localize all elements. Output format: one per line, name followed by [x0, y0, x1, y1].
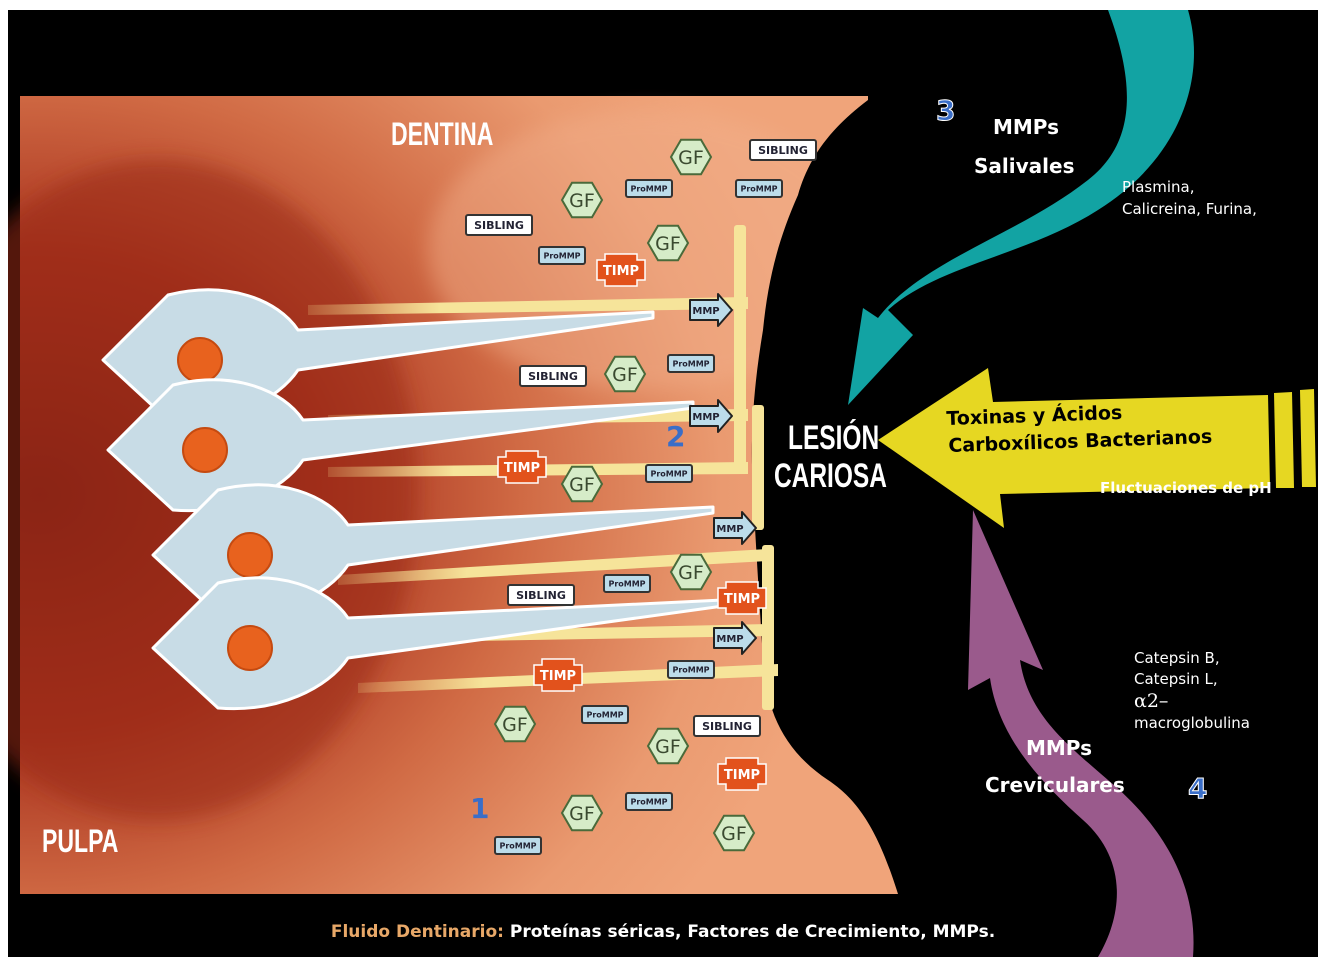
sibling-chip-label: SIBLING — [702, 720, 752, 733]
sibling-chip: SIBLING — [466, 215, 532, 235]
prommp-chip: ProMMP — [668, 355, 714, 372]
catepsin-line1: Catepsin B, — [1134, 649, 1220, 667]
mmps-salivales-line1: MMPs — [993, 115, 1059, 139]
prommp-chip: ProMMP — [736, 180, 782, 197]
prommp-chip: ProMMP — [604, 575, 650, 592]
caption-highlight: Fluido Dentinario: — [331, 922, 504, 942]
prommp-chip-label: ProMMP — [630, 797, 667, 806]
diagram-canvas: GF GF GF GF GF GF GF GF GF GF SIBLING SIBLING SIBLIN… — [8, 10, 1318, 957]
sibling-chip: SIBLING — [508, 585, 574, 605]
gf-chip-label: GF — [569, 474, 595, 496]
sibling-chip-label: SIBLING — [474, 219, 524, 232]
prommp-chip-label: ProMMP — [499, 841, 536, 850]
caption: Fluido Dentinario: Proteínas séricas, Fa… — [8, 922, 1318, 942]
gf-chip: GF — [648, 729, 688, 764]
prommp-chip-label: ProMMP — [650, 469, 687, 478]
sibling-chip: SIBLING — [520, 366, 586, 386]
prommp-chip-label: ProMMP — [672, 665, 709, 674]
plasmina-line1: Plasmina, — [1122, 178, 1194, 196]
lesion-label-line1: LESIÓN — [788, 419, 879, 458]
mmp-arrow-chip-label: MMP — [716, 524, 743, 535]
gf-chip-label: GF — [678, 562, 704, 584]
prommp-chip-label: ProMMP — [608, 579, 645, 588]
mmps-salivales-line2: Salivales — [974, 154, 1074, 178]
mmp-arrow-chip-label: MMP — [716, 634, 743, 645]
prommp-chip: ProMMP — [646, 465, 692, 482]
cell-nucleus — [178, 338, 222, 382]
gf-chip-label: GF — [678, 147, 704, 169]
mmps-creviculares-line2: Creviculares — [985, 773, 1125, 797]
prommp-chip-label: ProMMP — [586, 710, 623, 719]
sibling-chip-label: SIBLING — [758, 144, 808, 157]
lesion-label-line2: CARIOSA — [774, 457, 887, 496]
prommp-chip-label: ProMMP — [740, 184, 777, 193]
sibling-chip-label: SIBLING — [528, 370, 578, 383]
sibling-chip-label: SIBLING — [516, 589, 566, 602]
macroglobulina-label: macroglobulina — [1134, 714, 1250, 732]
tubule-vertical — [734, 225, 746, 470]
gf-chip: GF — [562, 796, 602, 831]
cell-nucleus — [228, 626, 272, 670]
gf-chip: GF — [671, 555, 711, 590]
timp-chip-label: TIMP — [504, 461, 540, 476]
prommp-chip: ProMMP — [582, 706, 628, 723]
mmp-arrow-chip-label: MMP — [692, 306, 719, 317]
tubule-vertical — [762, 545, 774, 710]
tubule-vertical — [752, 405, 764, 530]
number-2: 2 — [666, 420, 685, 453]
gf-chip: GF — [648, 226, 688, 261]
gf-chip-label: GF — [612, 364, 638, 386]
number-1: 1 — [470, 792, 489, 825]
gf-chip: GF — [562, 183, 602, 218]
cell-nucleus — [228, 533, 272, 577]
prommp-chip-label: ProMMP — [672, 359, 709, 368]
fluctuaciones-label: Fluctuaciones de pH — [1100, 479, 1272, 497]
sibling-chip: SIBLING — [694, 716, 760, 736]
gf-chip: GF — [495, 707, 535, 742]
alpha2-label: α2– — [1134, 690, 1168, 712]
gf-chip-label: GF — [655, 736, 681, 758]
prommp-chip-label: ProMMP — [630, 184, 667, 193]
gf-chip-label: GF — [502, 714, 528, 736]
gf-chip-label: GF — [721, 823, 747, 845]
timp-chip-label: TIMP — [603, 264, 639, 279]
gf-chip-label: GF — [655, 233, 681, 255]
caption-text: Proteínas séricas, Factores de Crecimien… — [504, 922, 995, 942]
timp-chip-label: TIMP — [540, 669, 576, 684]
gf-chip: GF — [605, 357, 645, 392]
prommp-chip: ProMMP — [626, 793, 672, 810]
catepsin-line2: Catepsin L, — [1134, 670, 1218, 688]
gf-chip: GF — [562, 467, 602, 502]
dentina-label: DENTINA — [391, 116, 493, 153]
mmps-creviculares-line1: MMPs — [1026, 736, 1092, 760]
gf-chip-label: GF — [569, 803, 595, 825]
prommp-chip-label: ProMMP — [543, 251, 580, 260]
cell-nucleus — [183, 428, 227, 472]
prommp-chip: ProMMP — [668, 661, 714, 678]
gf-chip: GF — [671, 140, 711, 175]
prommp-chip: ProMMP — [539, 247, 585, 264]
timp-chip-label: TIMP — [724, 592, 760, 607]
timp-chip-label: TIMP — [724, 768, 760, 783]
number-3: 3 — [936, 94, 955, 127]
gf-chip: GF — [714, 816, 754, 851]
mmp-arrow-chip-label: MMP — [692, 412, 719, 423]
plasmina-line2: Calicreina, Furina, — [1122, 200, 1257, 218]
prommp-chip: ProMMP — [626, 180, 672, 197]
prommp-chip: ProMMP — [495, 837, 541, 854]
gf-chip-label: GF — [569, 190, 595, 212]
pulpa-label: PULPA — [42, 823, 118, 860]
number-4: 4 — [1188, 772, 1207, 805]
sibling-chip: SIBLING — [750, 140, 816, 160]
